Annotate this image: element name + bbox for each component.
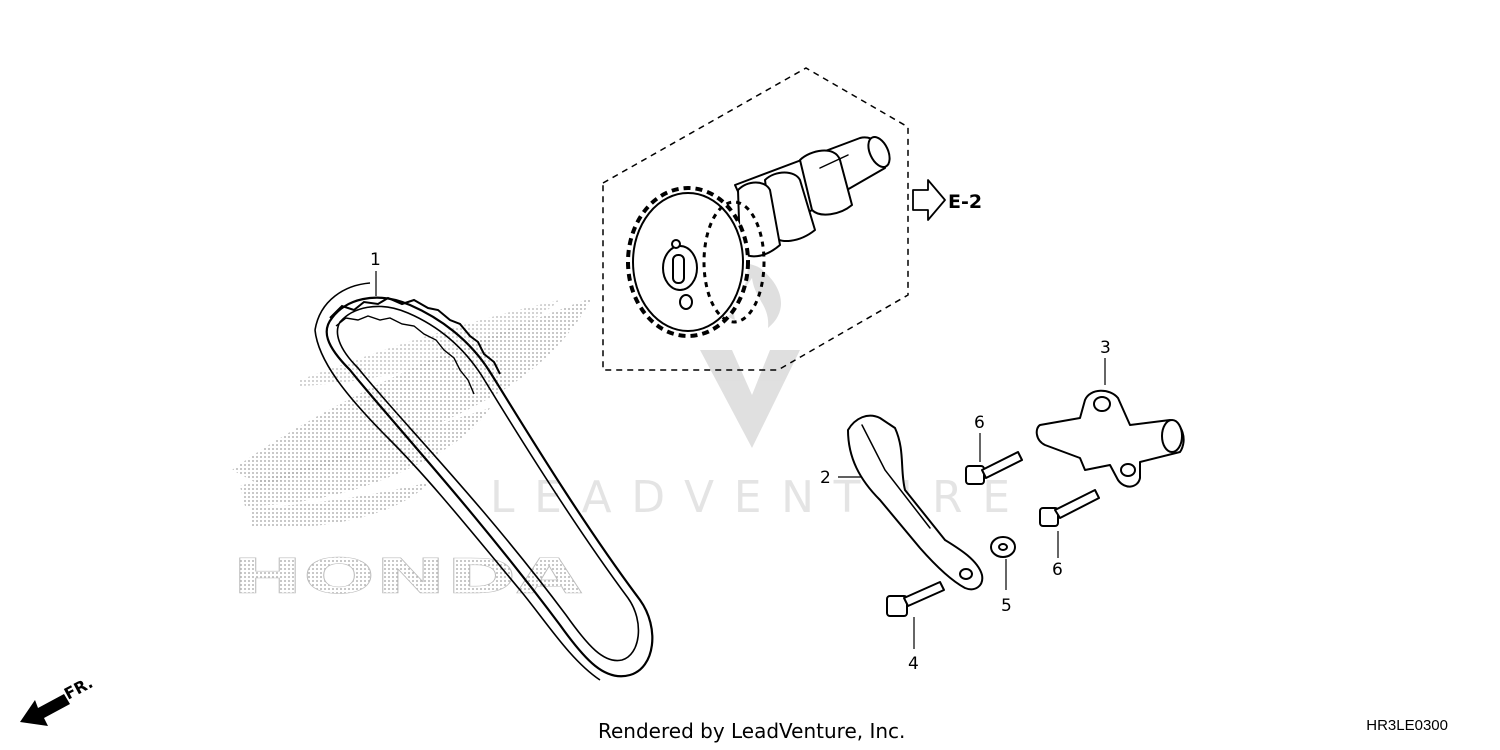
honda-wordmark: HONDA — [232, 549, 582, 605]
reference-arrow-icon — [912, 179, 946, 221]
cam-sprocket — [626, 186, 766, 338]
reference-label: E-2 — [948, 191, 982, 213]
callout-4: 4 — [908, 654, 919, 674]
callout-6-upper: 6 — [974, 413, 985, 433]
camshaft-assembly-box — [602, 67, 909, 371]
callout-5: 5 — [1001, 596, 1012, 616]
callout-2: 2 — [820, 468, 831, 488]
honda-wing-logo — [232, 298, 592, 528]
tensioner-arm — [847, 414, 984, 591]
camshaft — [734, 136, 891, 258]
bolt-lower-6 — [1039, 489, 1100, 527]
leader-lines — [375, 271, 1106, 649]
tensioner-lifter — [1035, 389, 1185, 488]
bolt-upper-6 — [965, 451, 1023, 485]
washer — [990, 536, 1016, 558]
callout-1: 1 — [370, 250, 381, 270]
cam-chain — [314, 282, 654, 681]
front-direction-arrow-icon — [20, 694, 70, 726]
callout-6-lower: 6 — [1052, 560, 1063, 580]
bolt-4 — [886, 581, 945, 617]
diagram-code: HR3LE0300 — [1366, 717, 1448, 734]
credit-text: Rendered by LeadVenture, Inc. — [598, 719, 906, 743]
callout-3: 3 — [1100, 338, 1111, 358]
